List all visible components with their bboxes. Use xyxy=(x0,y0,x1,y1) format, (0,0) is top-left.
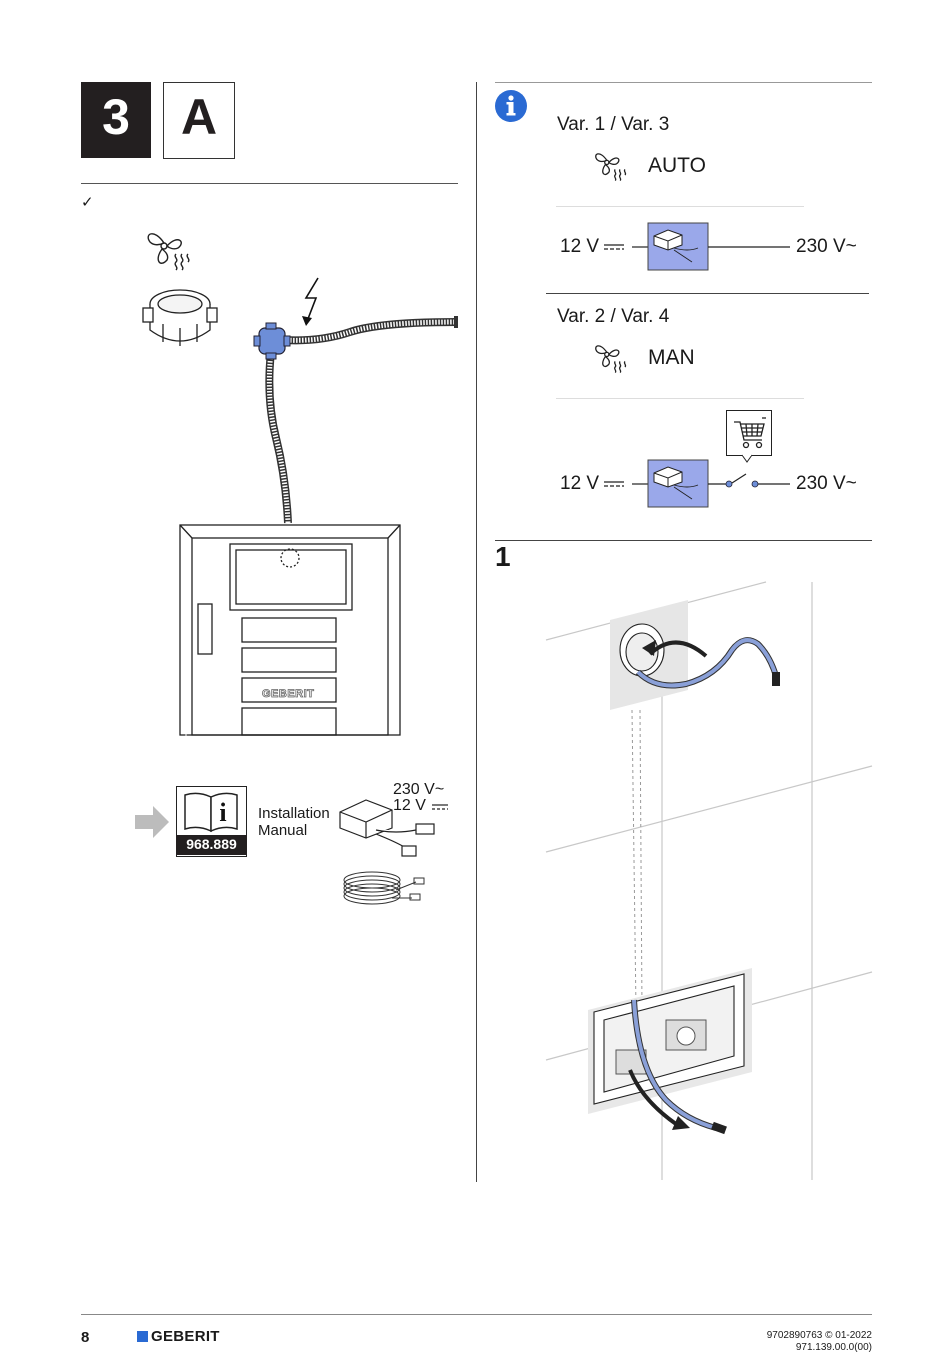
manual-book-icon: i xyxy=(184,792,238,833)
info-icon xyxy=(495,90,527,122)
doc-code: 9702890763 © 01-2022 xyxy=(766,1330,872,1341)
svg-text:i: i xyxy=(219,798,226,827)
variant-a-mode: AUTO xyxy=(648,154,706,177)
check-mark: ✓ xyxy=(81,194,94,211)
step1-rule xyxy=(495,540,872,541)
variant-b-mode: MAN xyxy=(648,346,695,369)
variant-a-right-voltage: 230 V~ xyxy=(796,236,857,257)
lightning-icon xyxy=(302,277,319,326)
variant-a-divider xyxy=(556,206,804,207)
manual-number-bar xyxy=(176,835,247,855)
footer-brand: GEBERIT xyxy=(151,1328,220,1345)
variant-a-left-voltage: 12 V xyxy=(560,236,600,257)
geberit-logo-square xyxy=(137,1331,148,1342)
step1-number: 1 xyxy=(495,541,511,572)
step-letter: A xyxy=(180,89,218,145)
variant-a-title: Var. 1 / Var. 3 xyxy=(557,114,670,135)
variant-b-title: Var. 2 / Var. 4 xyxy=(557,306,670,327)
fan-icon xyxy=(147,233,190,271)
right-header-rule xyxy=(495,82,872,83)
step-number: 3 xyxy=(102,89,130,145)
step-number-box xyxy=(81,82,151,158)
doc-code-2: 971.139.00.0(00) xyxy=(795,1342,872,1353)
variant-b-divider xyxy=(556,398,804,399)
arrow-right-icon xyxy=(135,806,169,838)
variant-separator xyxy=(546,293,869,294)
column-divider xyxy=(476,82,477,1182)
fan-icon xyxy=(595,153,627,182)
page-number: 8 xyxy=(81,1329,90,1346)
manual-label-line1: Installation xyxy=(258,805,330,822)
variant-a-circuit xyxy=(632,222,790,271)
dc-symbol xyxy=(604,481,624,487)
variant-b-right-voltage: 230 V~ xyxy=(796,473,857,494)
junction-box-icon xyxy=(142,289,218,346)
power-supply-icon xyxy=(339,799,435,905)
variant-b-circuit xyxy=(632,459,790,508)
power-supply-input-voltage: 230 V~ xyxy=(393,781,445,798)
manual-article-number: 968.889 xyxy=(186,836,237,852)
manual-label-line2: Manual xyxy=(258,822,308,839)
shopping-cart-icon xyxy=(726,410,772,463)
step-letter-box xyxy=(163,82,235,159)
manual-box xyxy=(176,786,247,857)
left-header-rule xyxy=(81,183,458,184)
fan-icon xyxy=(595,345,627,374)
power-supply-output-voltage: 12 V xyxy=(393,797,426,814)
wall-illustration xyxy=(545,581,873,1180)
dc-symbol xyxy=(432,804,448,810)
footer-rule xyxy=(81,1314,872,1315)
wiring-diagram xyxy=(179,316,459,738)
frame-brand: GEBERIT xyxy=(262,688,315,701)
variant-b-left-voltage: 12 V xyxy=(560,473,600,494)
dc-symbol xyxy=(604,244,624,250)
